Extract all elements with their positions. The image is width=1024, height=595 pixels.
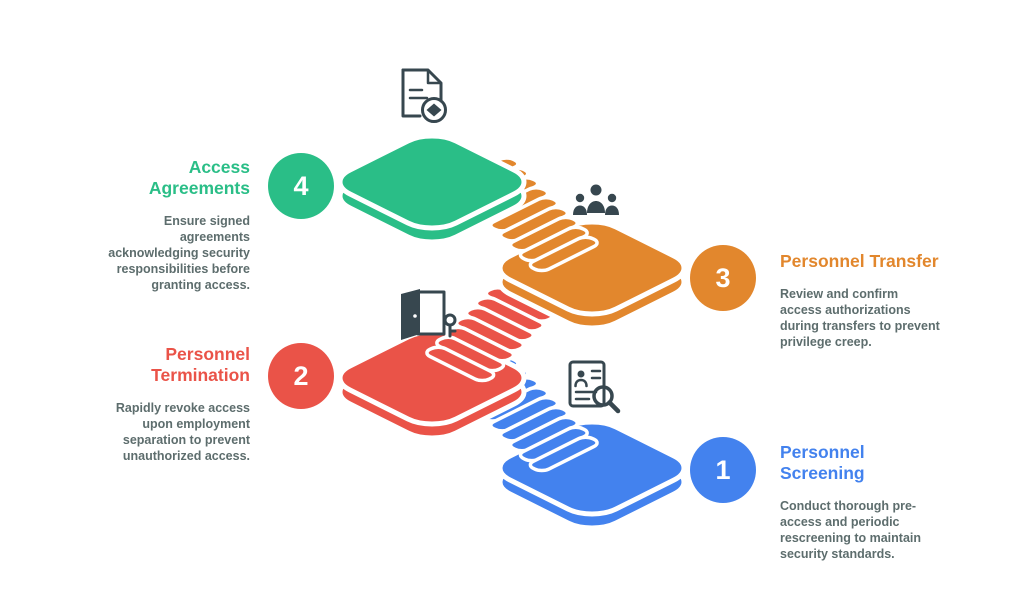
step-2-description: Rapidly revoke access upon employment se…	[115, 401, 250, 463]
step-2-title: Personnel Termination	[151, 344, 250, 385]
step-1-title: Personnel Screening	[780, 442, 865, 483]
step-1-badge: 1	[690, 437, 756, 503]
step-3-badge: 3	[690, 245, 756, 311]
contract-handshake-icon	[401, 68, 447, 123]
document-magnifier-icon	[568, 360, 621, 414]
step-2-label-block: Personnel Termination Rapidly revoke acc…	[70, 344, 250, 464]
people-group-icon	[573, 184, 619, 215]
step-4-label-block: Access Agreements Ensure signed agreemen…	[70, 157, 250, 293]
platform-access-agreements	[312, 129, 552, 249]
step-4-description: Ensure signed agreements acknowledging s…	[108, 214, 250, 292]
step-3-title: Personnel Transfer	[780, 251, 939, 271]
step-3-description: Review and confirm access authorizations…	[780, 287, 940, 349]
step-4-badge: 4	[268, 153, 334, 219]
platform-top	[326, 129, 538, 235]
stair-tread	[526, 435, 601, 472]
step-1-label-block: Personnel Screening Conduct thorough pre…	[780, 442, 970, 562]
step-1-description: Conduct thorough pre- access and periodi…	[780, 499, 922, 561]
stair-tread	[526, 235, 601, 272]
exit-door-icon	[401, 289, 457, 340]
step-3-label-block: Personnel Transfer Review and confirm ac…	[780, 251, 970, 350]
step-4-title: Access Agreements	[148, 157, 250, 198]
step-2-badge: 2	[268, 343, 334, 409]
stair-tread	[423, 345, 498, 382]
